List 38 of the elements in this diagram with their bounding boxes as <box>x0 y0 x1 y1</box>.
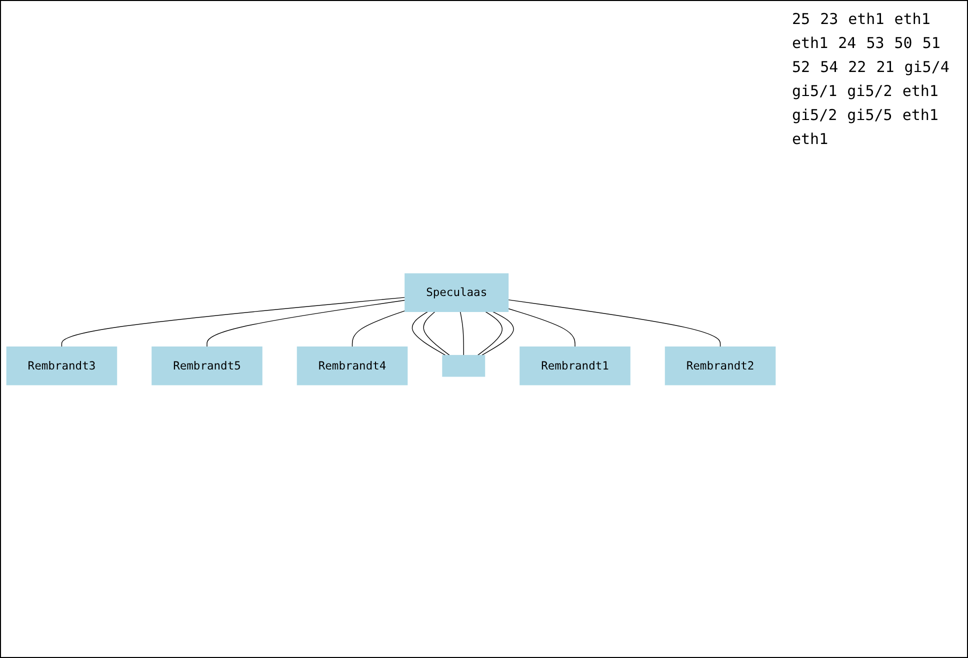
connector <box>61 296 406 347</box>
port-label: gi5/4 <box>903 57 950 77</box>
port-label: eth1 <box>901 105 940 125</box>
port-label: 53 <box>865 33 886 53</box>
connector <box>423 311 450 356</box>
port-label: 24 <box>837 33 858 53</box>
port-label: 23 <box>819 9 840 29</box>
connector <box>412 311 446 356</box>
port-label: gi5/2 <box>791 105 838 125</box>
node-box: Rembrandt4 <box>296 346 408 385</box>
port-label: 51 <box>921 33 942 53</box>
connector <box>477 311 503 356</box>
connector <box>508 299 721 347</box>
port-label: eth1 <box>847 9 886 29</box>
port-label: 54 <box>819 57 840 77</box>
connector <box>460 311 464 356</box>
port-label: 52 <box>791 57 812 77</box>
port-label: 50 <box>893 33 914 53</box>
port-label: 25 <box>791 9 812 29</box>
port-label: eth1 <box>901 81 940 101</box>
connector <box>481 311 514 356</box>
connector <box>508 308 576 347</box>
connector <box>206 300 406 347</box>
node-box: Rembrandt5 <box>152 346 262 385</box>
node-box: Rembrandt3 <box>6 346 118 385</box>
port-label: 22 <box>847 57 868 77</box>
port-label: gi5/5 <box>846 105 894 125</box>
connector <box>352 310 406 347</box>
port-label: eth1 <box>893 9 932 29</box>
node-box: Rembrandt1 <box>520 346 630 385</box>
node-box: Rembrandt2 <box>664 346 776 385</box>
port-label: 21 <box>875 57 896 77</box>
port-label: gi5/1 <box>791 81 838 101</box>
port-label: eth1 <box>791 129 830 149</box>
node-box <box>442 354 486 377</box>
node-box: Speculaas <box>404 273 509 312</box>
port-label: eth1 <box>791 33 830 53</box>
port-label: gi5/2 <box>846 81 894 101</box>
